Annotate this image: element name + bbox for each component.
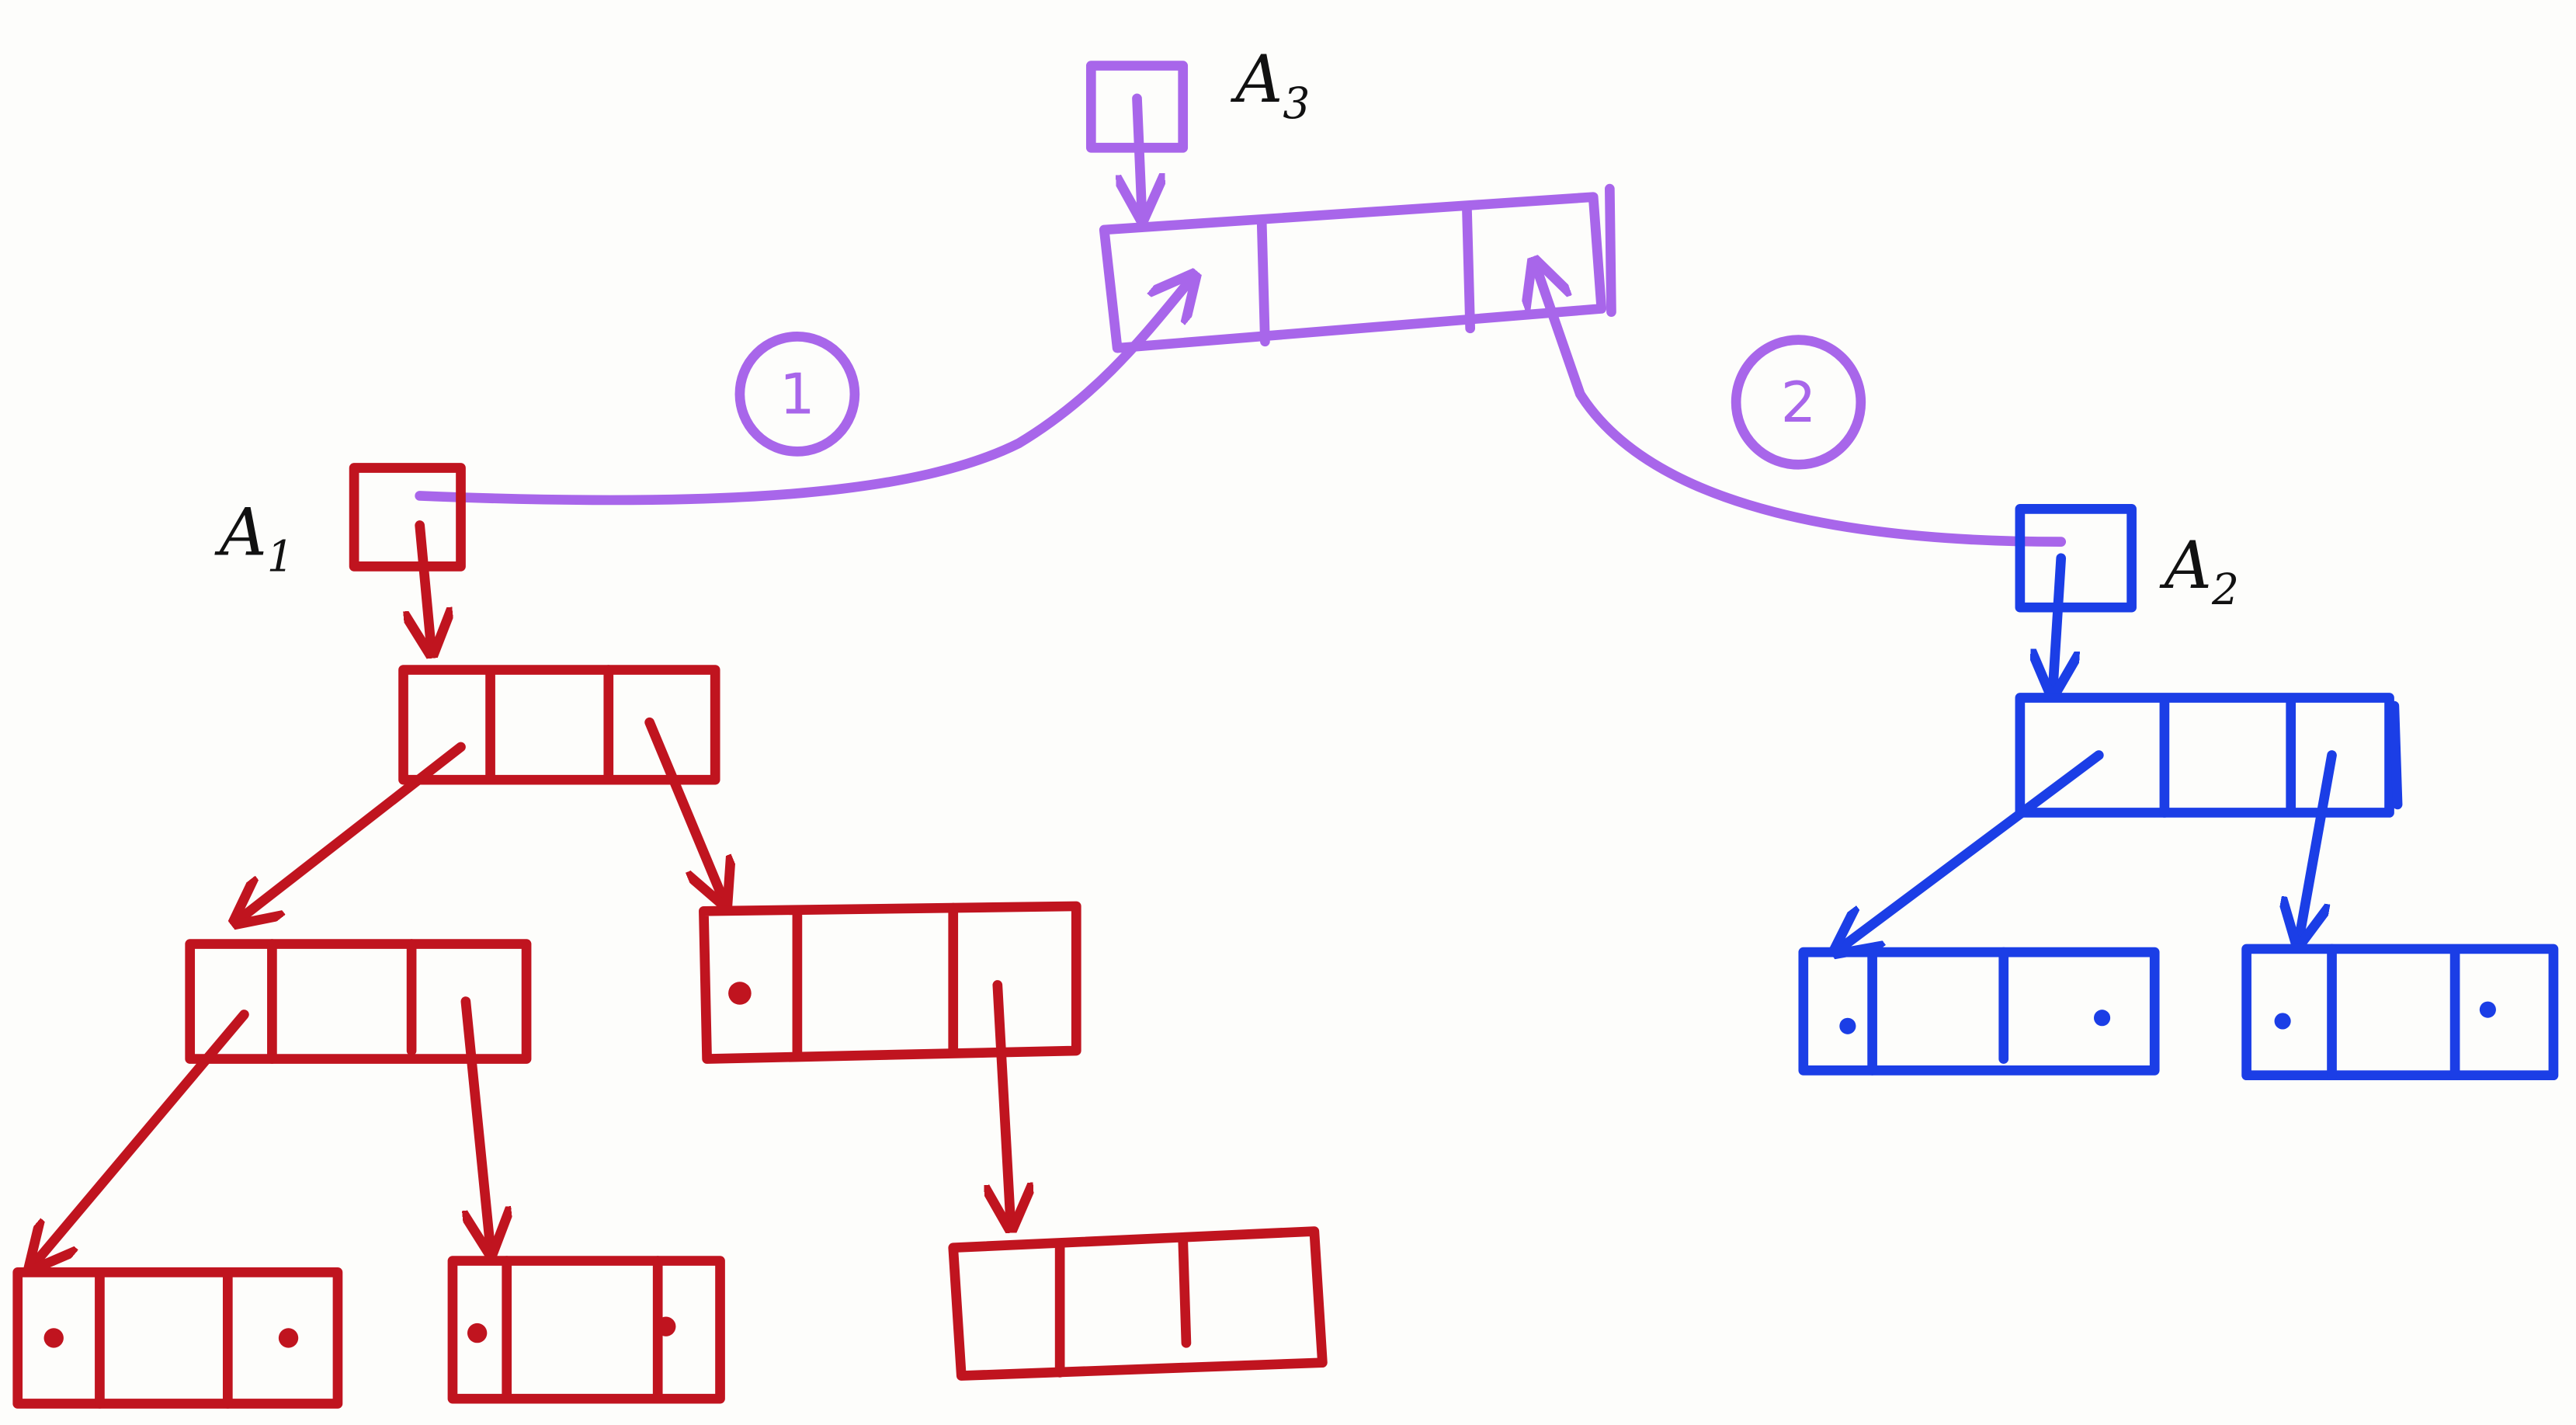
null-dot bbox=[2274, 1013, 2291, 1030]
edge bbox=[2299, 750, 2337, 939]
a3-root-node bbox=[1099, 192, 1607, 353]
a1-internal-node-right bbox=[699, 901, 1081, 1064]
node-dividers bbox=[2327, 944, 2460, 1081]
node-dividers bbox=[1054, 1234, 1192, 1378]
step-2-label: 2 bbox=[1781, 370, 1817, 435]
merge-link-2 bbox=[1536, 266, 2067, 547]
node-dividers bbox=[95, 1267, 233, 1409]
a1-leaf-node bbox=[12, 1267, 343, 1409]
step-2-circle bbox=[1731, 335, 1866, 470]
edge bbox=[239, 742, 466, 919]
null-dot bbox=[2094, 1010, 2111, 1027]
node-dividers bbox=[485, 665, 614, 785]
a3-node-dividers bbox=[1256, 183, 1616, 347]
a1-tree: A1 bbox=[12, 463, 1328, 1409]
a1-pointer-arrow bbox=[420, 520, 432, 648]
a1-leaf-node bbox=[948, 1226, 1328, 1381]
null-dot bbox=[728, 982, 752, 1005]
merge-link-1 bbox=[415, 279, 1192, 506]
a1-label: A1 bbox=[214, 495, 294, 582]
node-dividers bbox=[1867, 947, 2009, 1076]
a3-pointer-arrow bbox=[1137, 93, 1142, 214]
a2-tree: A2 bbox=[1798, 504, 2559, 1081]
edge bbox=[34, 1010, 249, 1263]
a2-root-node bbox=[2015, 693, 2394, 818]
edge bbox=[1839, 750, 2104, 948]
null-dot bbox=[656, 1316, 676, 1336]
a1-internal-node-left bbox=[185, 939, 532, 1064]
a1-pointer-box bbox=[349, 463, 466, 572]
edge bbox=[998, 980, 1011, 1223]
node-dividers bbox=[502, 1256, 663, 1404]
null-dot bbox=[278, 1328, 299, 1348]
null-dot bbox=[2479, 1001, 2496, 1018]
step-1-circle bbox=[734, 332, 860, 457]
null-dot bbox=[1839, 1017, 1856, 1034]
a3-group: 1 2 A3 bbox=[415, 41, 2067, 547]
a2-leaf-node bbox=[1798, 947, 2160, 1076]
a2-pointer-box bbox=[2015, 504, 2137, 613]
step-1-label: 1 bbox=[779, 361, 815, 426]
null-dot bbox=[43, 1328, 64, 1348]
edge bbox=[460, 996, 491, 1248]
node-dividers bbox=[2159, 696, 2403, 818]
a3-label: A3 bbox=[1230, 41, 1310, 128]
null-dot bbox=[467, 1322, 488, 1343]
a2-leaf-node bbox=[2241, 944, 2559, 1081]
a1-leaf-node bbox=[447, 1256, 725, 1404]
a2-pointer-arrow bbox=[2053, 553, 2061, 690]
a1-root-node bbox=[398, 665, 720, 785]
node-dividers bbox=[792, 902, 959, 1061]
node-dividers bbox=[267, 939, 417, 1064]
a2-label: A2 bbox=[2159, 527, 2239, 614]
edge bbox=[644, 717, 724, 899]
